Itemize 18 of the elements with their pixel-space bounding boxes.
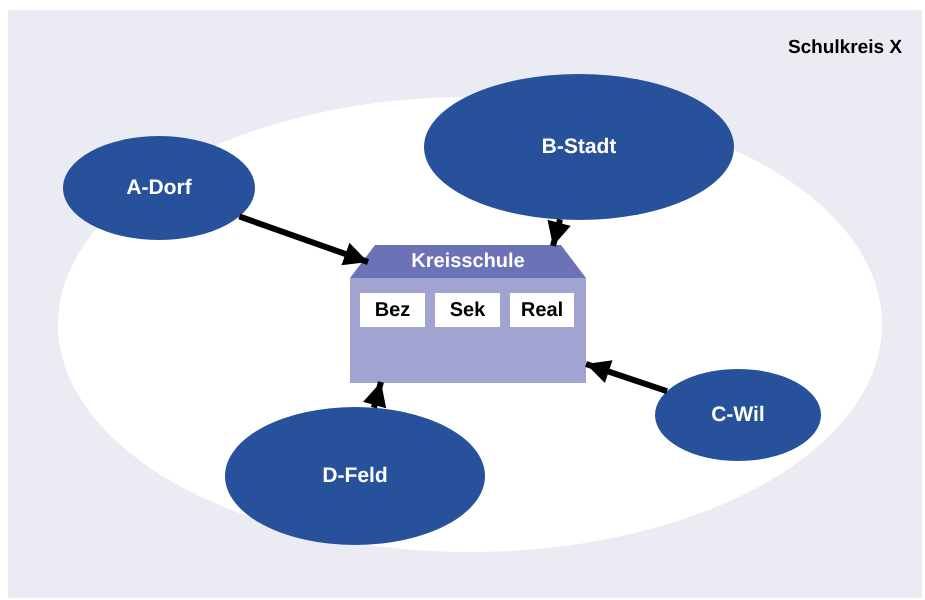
panel — [8, 10, 922, 598]
arrow — [238, 214, 369, 266]
school-type-label — [510, 293, 574, 327]
school-type-text: Real — [520, 298, 564, 323]
place-name: A-Dorf — [126, 175, 192, 202]
arrow — [585, 360, 668, 394]
school-type-label — [360, 293, 425, 327]
arrow — [363, 381, 386, 409]
place-name: B-Stadt — [542, 134, 616, 160]
arrow — [548, 218, 571, 247]
place-name: D-Feld — [322, 463, 388, 490]
school-type-text: Sek — [450, 298, 486, 323]
place-name: C-Wil — [711, 402, 765, 428]
school-type-text: Bez — [374, 298, 410, 323]
school-name: Kreisschule — [410, 249, 526, 274]
area-title: Schulkreis X — [788, 36, 902, 60]
school-building — [350, 245, 586, 383]
school-type-label — [435, 293, 500, 327]
